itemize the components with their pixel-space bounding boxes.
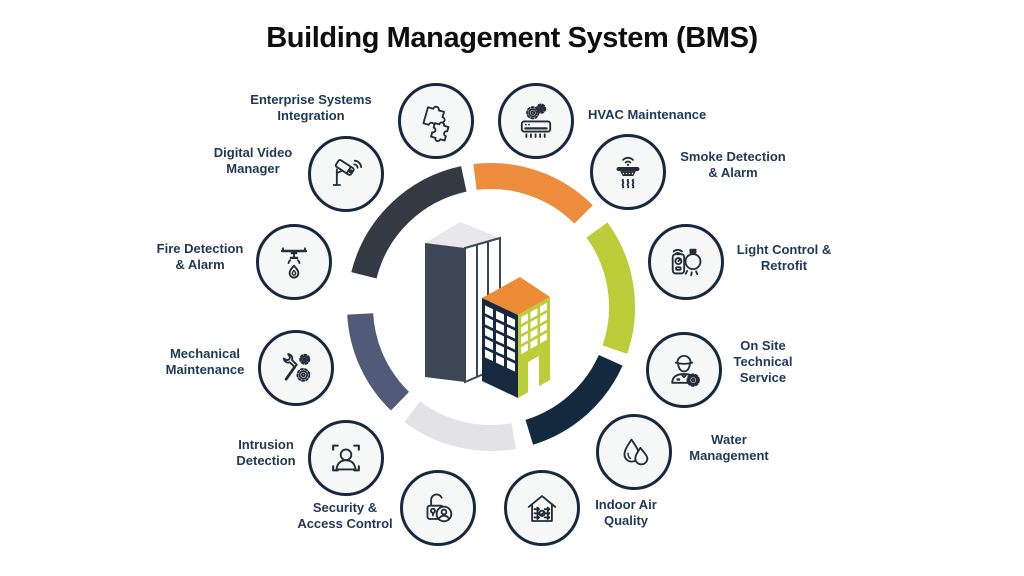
house-airflow-icon <box>520 486 564 530</box>
wrench-gears-icon <box>274 346 318 390</box>
buildings-illustration <box>425 222 550 398</box>
ring-segment-light-gray <box>404 401 516 451</box>
node-label-enterprise-systems-integration: Enterprise Systems Integration <box>250 92 372 123</box>
node-icon-intrusion-detection <box>308 420 384 496</box>
node-icon-on-site-technical-service <box>646 332 722 408</box>
ring-segment-dark-navy <box>525 354 623 445</box>
node-label-fire-detection-alarm: Fire Detection & Alarm <box>156 241 244 272</box>
ring-segment-green <box>586 222 636 354</box>
node-icon-digital-video-manager <box>308 136 384 212</box>
node-label-security-access-control: Security & Access Control <box>297 500 393 531</box>
ring-segment-orange <box>473 163 593 224</box>
node-icon-enterprise-systems-integration <box>398 83 474 159</box>
node-label-water-management: Water Management <box>689 432 769 463</box>
node-icon-mechanical-maintenance <box>258 330 334 406</box>
puzzle-pieces-icon <box>414 99 458 143</box>
ring-segment-charcoal <box>351 166 467 279</box>
node-icon-indoor-air-quality <box>504 470 580 546</box>
node-label-light-control-retrofit: Light Control & Retrofit <box>736 242 832 273</box>
node-label-mechanical-maintenance: Mechanical Maintenance <box>165 346 245 377</box>
node-label-digital-video-manager: Digital Video Manager <box>213 145 293 176</box>
node-icon-hvac-maintenance <box>498 83 574 159</box>
node-icon-light-control-retrofit <box>648 224 724 300</box>
node-label-indoor-air-quality: Indoor Air Quality <box>595 497 657 528</box>
water-drops-icon <box>612 430 656 474</box>
node-label-intrusion-detection: Intrusion Detection <box>236 437 296 468</box>
node-label-on-site-technical-service: On Site Technical Service <box>733 338 793 385</box>
technician-gear-icon <box>662 348 706 392</box>
padlock-user-icon <box>416 486 460 530</box>
sprinkler-flame-icon <box>272 240 316 284</box>
face-detection-icon <box>324 436 368 480</box>
air-conditioner-gears-icon <box>514 99 558 143</box>
node-icon-fire-detection-alarm <box>256 224 332 300</box>
node-label-smoke-detection-alarm: Smoke Detection & Alarm <box>680 149 786 180</box>
smoke-detector-icon <box>606 150 650 194</box>
node-label-hvac-maintenance: HVAC Maintenance <box>588 107 707 122</box>
page-title: Building Management System (BMS) <box>266 22 758 54</box>
ring-segment-slate <box>347 312 410 411</box>
node-icon-smoke-detection-alarm <box>590 134 666 210</box>
remote-bulb-icon <box>664 240 708 284</box>
node-icon-water-management <box>596 414 672 490</box>
cctv-camera-icon <box>324 152 368 196</box>
node-icon-security-access-control <box>400 470 476 546</box>
